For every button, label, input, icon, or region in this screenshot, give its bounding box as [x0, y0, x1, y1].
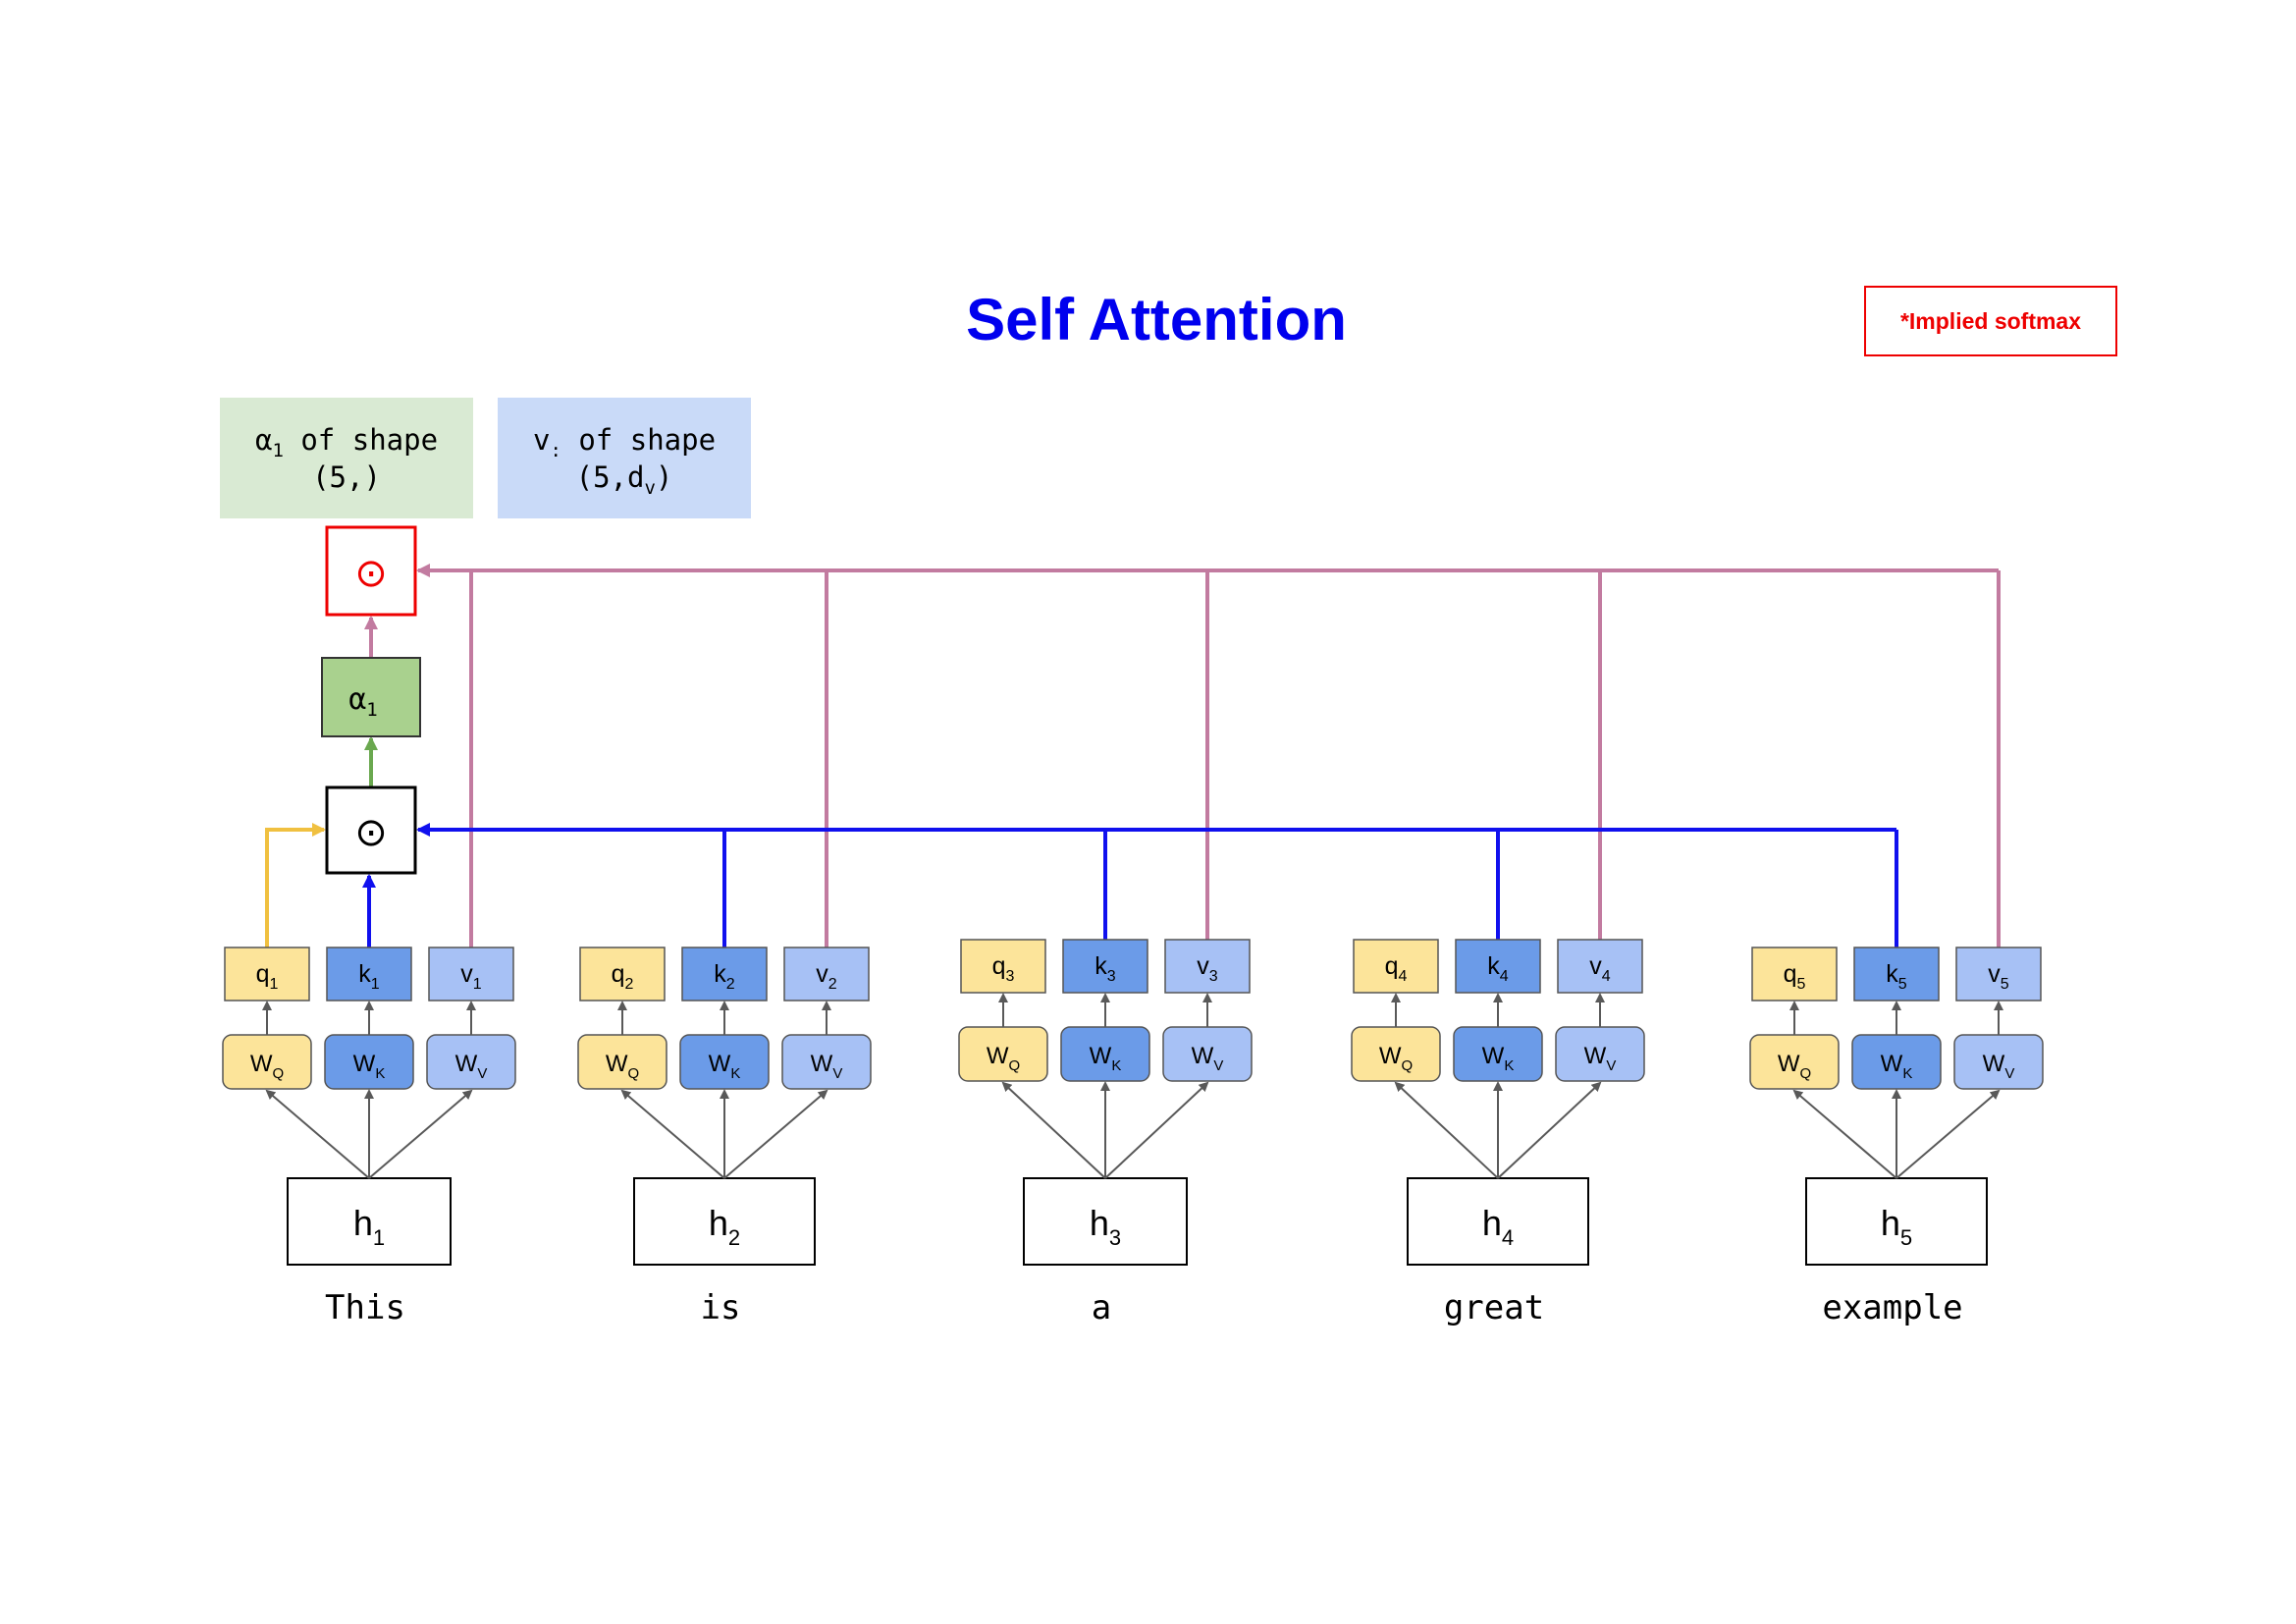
- weight-label: WK: [353, 1051, 386, 1082]
- weight-label: WK: [1482, 1043, 1515, 1074]
- projection-arrow: [1896, 1089, 2001, 1179]
- token-word: a: [1092, 1288, 1111, 1327]
- dot-product-box: [325, 785, 417, 875]
- weight-label: WQ: [1778, 1051, 1811, 1082]
- vector-label: v1: [460, 960, 482, 993]
- vector-label: v3: [1197, 952, 1218, 985]
- value-vector-box: [1557, 939, 1643, 994]
- projection-arrow: [1497, 1081, 1602, 1179]
- value-vector-box: [1955, 947, 2042, 1001]
- token-column: h3 a WQ WK WV q3 k3 v3: [958, 939, 1253, 1327]
- hidden-state-box: [1023, 1177, 1188, 1266]
- legend-alpha-box: [220, 398, 473, 518]
- hidden-state-label: h1: [353, 1203, 385, 1250]
- weight-label: WQ: [250, 1051, 284, 1082]
- weight-label: WV: [1584, 1043, 1617, 1074]
- vector-label: q5: [1784, 960, 1806, 993]
- legend-alpha-line2: (5,): [312, 460, 381, 494]
- token-word: This: [325, 1288, 405, 1327]
- value-vector-box: [428, 947, 514, 1001]
- query-vector-box: [1353, 939, 1439, 994]
- connection-lines: [265, 564, 2001, 947]
- weight-label: WQ: [987, 1043, 1020, 1074]
- hidden-state-box: [1805, 1177, 1988, 1266]
- hidden-state-label: h5: [1881, 1203, 1912, 1250]
- hidden-state-box: [287, 1177, 452, 1266]
- legend-v-line1: v: of shape: [533, 423, 716, 461]
- weighted-sum-box: [325, 525, 417, 617]
- key-vector-box: [1455, 939, 1541, 994]
- value-vector-box: [783, 947, 870, 1001]
- hidden-state-box: [633, 1177, 816, 1266]
- weight-label: WV: [1192, 1043, 1224, 1074]
- query-vector-box: [224, 947, 310, 1001]
- token-column: h2 is WQ WK WV q2 k2 v2: [577, 947, 872, 1327]
- hidden-state-label: h4: [1482, 1203, 1514, 1250]
- vector-label: q4: [1385, 952, 1408, 985]
- vector-label: k3: [1095, 952, 1116, 985]
- projection-arrow: [723, 1089, 828, 1179]
- vector-label: k5: [1886, 960, 1907, 993]
- alpha-box: [321, 657, 421, 737]
- key-vector-box: [1853, 947, 1940, 1001]
- vector-label: k1: [358, 960, 380, 993]
- legend-v-line2: (5,dv): [576, 460, 673, 499]
- vector-label: q1: [256, 960, 279, 993]
- vector-label: v2: [816, 960, 837, 993]
- legend-alpha-line1: α1 of shape: [255, 423, 438, 461]
- alpha-label: α1: [348, 682, 378, 721]
- legend-v-box: [498, 398, 751, 518]
- query-to-dot-arrow: [265, 823, 326, 947]
- token-word: is: [701, 1288, 741, 1327]
- key-vector-box: [681, 947, 768, 1001]
- hidden-state-label: h2: [709, 1203, 740, 1250]
- weight-label: WQ: [1379, 1043, 1413, 1074]
- weight-label: WQ: [606, 1051, 639, 1082]
- token-column: h4 great WQ WK WV q4 k4 v4: [1351, 939, 1645, 1327]
- page-title: Self Attention: [966, 287, 1347, 352]
- vector-label: v4: [1589, 952, 1611, 985]
- token-word: example: [1822, 1288, 1962, 1327]
- key-vector-box: [1062, 939, 1148, 994]
- hidden-state-label: h3: [1090, 1203, 1121, 1250]
- projection-arrow: [265, 1089, 370, 1179]
- token-column: h5 example WQ WK WV q5 k5 v5: [1749, 947, 2044, 1327]
- query-vector-box: [1751, 947, 1838, 1001]
- token-word: great: [1444, 1288, 1544, 1327]
- projection-arrow: [1394, 1081, 1499, 1179]
- dot-product-operator-icon: ⊙: [354, 811, 388, 854]
- weight-label: WV: [1983, 1051, 2015, 1082]
- vector-label: v5: [1988, 960, 2009, 993]
- vector-label: q2: [612, 960, 634, 993]
- weight-label: WV: [811, 1051, 843, 1082]
- weight-label: WK: [1090, 1043, 1122, 1074]
- softmax-note-box: [1864, 286, 2117, 356]
- projection-arrow: [1104, 1081, 1209, 1179]
- projection-arrow: [368, 1089, 473, 1179]
- projection-arrow: [1792, 1089, 1897, 1179]
- projection-arrow: [1001, 1081, 1106, 1179]
- weighted-sum-operator-icon: ⊙: [354, 552, 388, 595]
- weight-label: WV: [455, 1051, 488, 1082]
- softmax-note: *Implied softmax: [1900, 308, 2081, 334]
- weight-label: WK: [1881, 1051, 1913, 1082]
- key-vector-box: [326, 947, 412, 1001]
- query-vector-box: [579, 947, 666, 1001]
- vector-label: q3: [992, 952, 1015, 985]
- vector-label: k2: [714, 960, 735, 993]
- projection-arrow: [620, 1089, 725, 1179]
- weight-label: WK: [709, 1051, 741, 1082]
- hidden-state-box: [1407, 1177, 1589, 1266]
- vector-label: k4: [1487, 952, 1509, 985]
